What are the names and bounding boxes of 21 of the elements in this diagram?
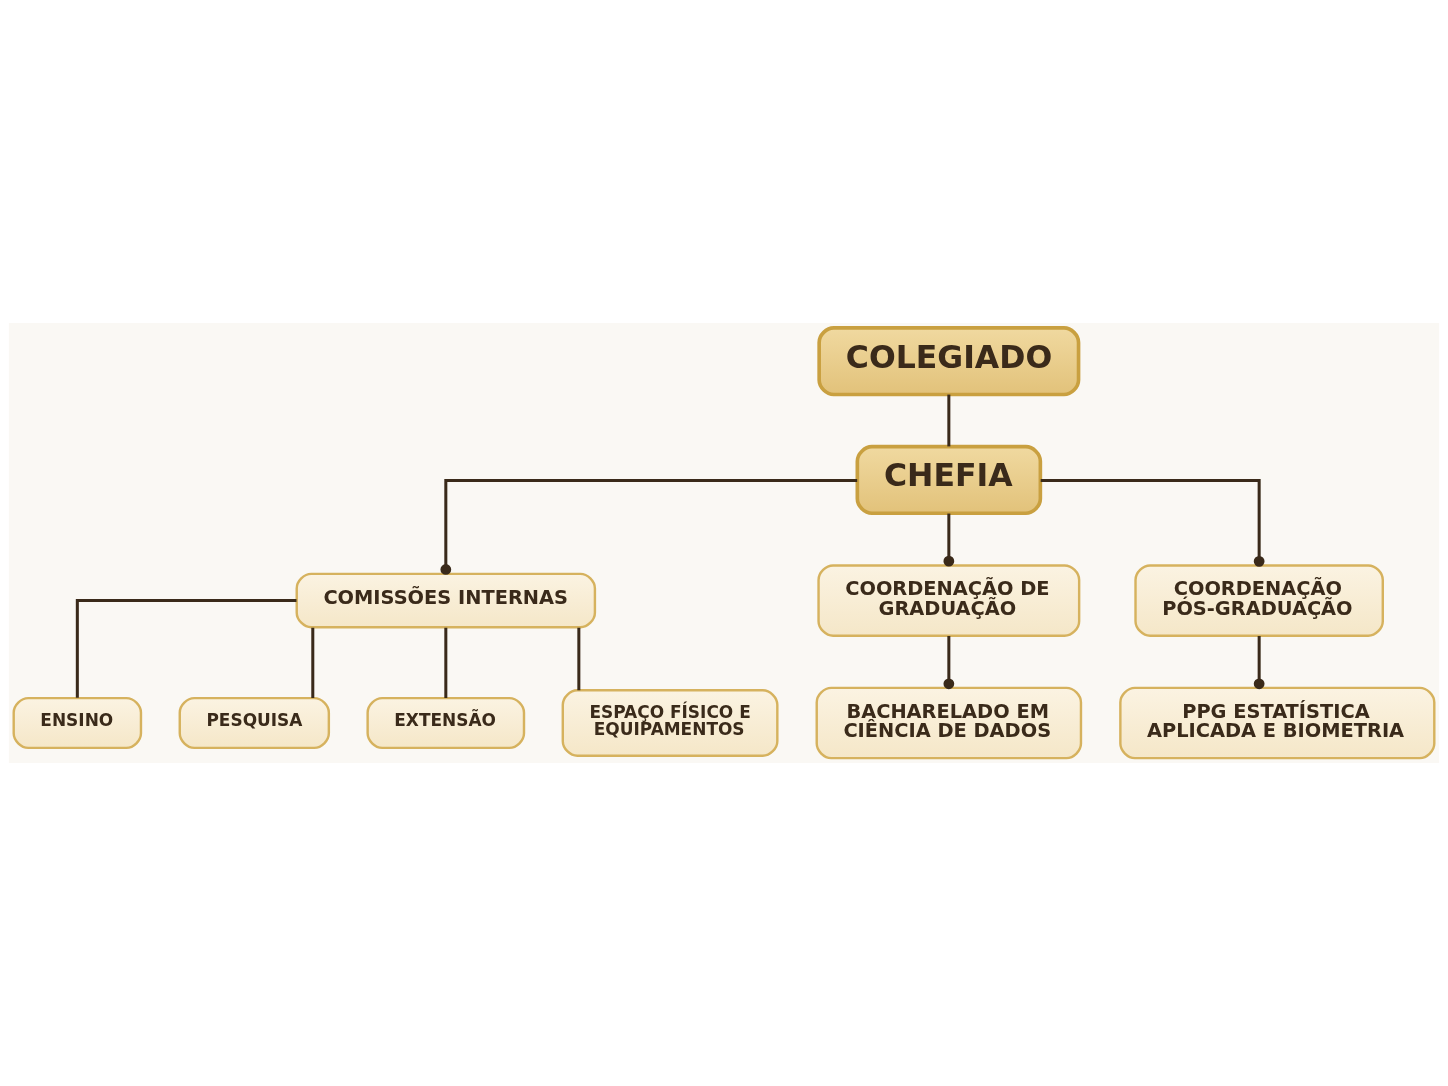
node-box: BACHARELADO EM CIÊNCIA DE DADOS <box>815 686 1083 760</box>
node-box: COLEGIADO <box>817 326 1081 397</box>
connector <box>943 636 955 690</box>
connector <box>947 394 951 447</box>
connector <box>440 479 858 575</box>
node-box: COORDENAÇÃO DE GRADUAÇÃO <box>817 564 1081 637</box>
connector <box>943 513 955 567</box>
connector <box>1040 479 1265 567</box>
node-box: PPG ESTATÍSTICA APLICADA E BIOMETRIA <box>1119 686 1436 760</box>
node-box: EXTENSÃO <box>366 696 526 750</box>
connector <box>577 627 581 691</box>
node-box: CHEFIA <box>855 444 1043 516</box>
node-box: ESPAÇO FÍSICO E EQUIPAMENTOS <box>561 689 779 757</box>
connector <box>444 627 448 698</box>
node-box: COMISSÕES INTERNAS <box>295 572 597 629</box>
node-box: ENSINO <box>12 696 143 750</box>
connector <box>311 627 315 698</box>
connector <box>1253 636 1265 690</box>
node-box: COORDENAÇÃO PÓS-GRADUAÇÃO <box>1134 564 1384 637</box>
connector <box>75 599 297 698</box>
node-box: PESQUISA <box>178 696 331 750</box>
